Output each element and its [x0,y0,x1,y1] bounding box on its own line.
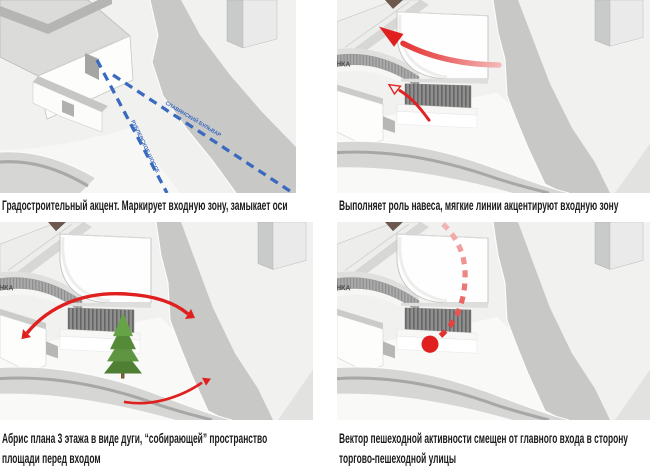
urban-accent-diagram: СЛАВЯНСКИЙ БУЛЬВАР РУБЛЕВСКОЕ ШОССЕ [0,0,296,193]
fir-tree [104,312,142,379]
caption-line: Абрис плана 3 этажа в виде дуги, “собира… [2,430,268,446]
background-building-block [226,0,278,49]
axis-line-boulevard [112,73,294,193]
caption-line: торгово-пешеходной улицы [339,450,456,466]
caption-line: Градостроительный акцент. Маркирует вход… [2,197,288,213]
counter-arc [123,377,211,405]
panel-urban-accent: СЛАВЯНСКИЙ БУЛЬВАР РУБЛЕВСКОЕ ШОССЕ [0,0,296,193]
caption-arc-plan: Абрис плана 3 этажа в виде дуги, “собира… [2,428,322,468]
caption-pedestrian-vector: Вектор пешеходной активности смещен от г… [339,428,650,468]
caption-urban-accent: Градостроительный акцент. Маркирует вход… [2,195,302,215]
gathering-arc [21,292,195,340]
entry-point-dot [421,335,439,353]
roof-inset [0,0,112,34]
caption-canopy: Выполняет роль навеса, мягкие линии акце… [339,195,650,215]
axis-line-highway [95,59,169,193]
flow-arrow-small [387,83,431,122]
arc-plan-diagram [0,222,313,420]
main-building [0,0,134,133]
pedestrian-vector-dashes [421,222,468,353]
curved-road [0,151,97,193]
canopy-diagram [337,0,650,193]
panel-pedestrian-vector [337,222,650,420]
caption-line: Вектор пешеходной активности смещен от г… [339,430,628,446]
panel-canopy [337,0,650,193]
pedestrian-vector-diagram [337,222,650,420]
diagonal-street [149,0,296,193]
caption-line: Выполняет роль навеса, мягкие линии акце… [339,197,619,213]
caption-line: площади перед входом [2,450,101,466]
flow-arrow-large [379,26,502,68]
panel-arc-plan [0,222,313,420]
